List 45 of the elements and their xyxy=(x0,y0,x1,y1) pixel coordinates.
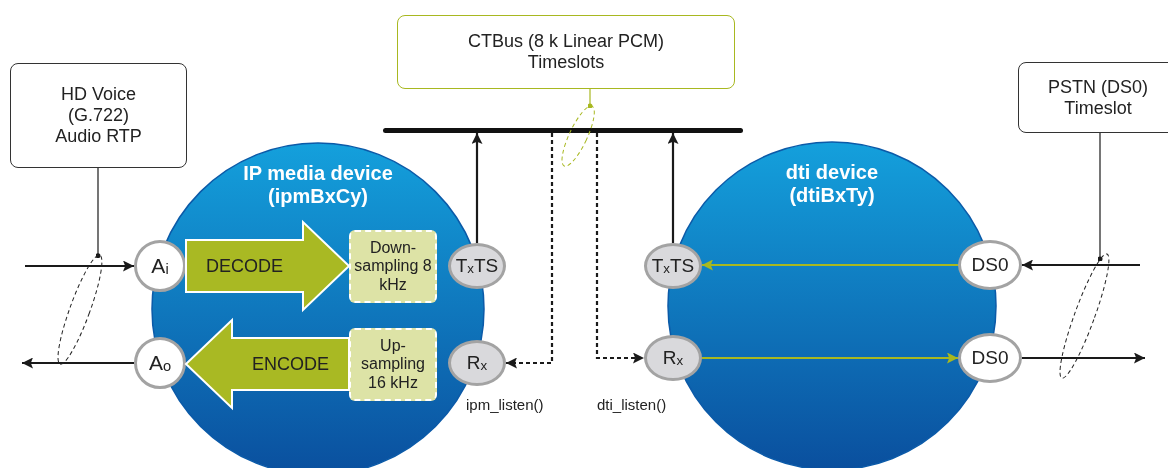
block-arrow xyxy=(185,219,351,313)
arrow xyxy=(667,133,679,243)
arrow xyxy=(702,352,958,364)
leader-line xyxy=(95,167,101,259)
arrow xyxy=(1022,352,1145,364)
arrow xyxy=(25,260,134,272)
port-circle xyxy=(644,243,702,289)
node-label: HD Voice (G.722) Audio RTP xyxy=(54,84,143,147)
bundle-ellipse xyxy=(560,104,596,168)
node-label: A$_{o}$ xyxy=(148,350,172,376)
arrow xyxy=(1022,259,1140,271)
node-label: Down- sampling 8 kHz xyxy=(353,238,433,295)
function-label: ipm_listen() xyxy=(466,396,544,413)
dashed-box xyxy=(349,328,437,401)
edge-label: ENCODE xyxy=(252,353,329,375)
port-circle xyxy=(448,340,506,386)
note-box xyxy=(1018,62,1168,133)
port-circle xyxy=(644,335,702,381)
bundle-ellipse xyxy=(57,254,103,366)
node-label: CTBus (8 k Linear PCM) Timeslots xyxy=(466,31,666,73)
port-circle xyxy=(134,337,186,389)
note-box xyxy=(397,15,735,89)
dashed-box xyxy=(349,230,437,303)
arrow xyxy=(595,133,644,364)
node-label: DS0 xyxy=(971,347,1009,369)
leader-line xyxy=(587,88,593,109)
node-label: DS0 xyxy=(971,254,1009,276)
node-label: A$_{i}$ xyxy=(151,253,169,279)
arrow xyxy=(701,259,958,271)
arrow xyxy=(22,357,134,369)
function-label: dti_listen() xyxy=(597,396,667,413)
arrow xyxy=(471,133,483,243)
edge-label: DECODE xyxy=(206,255,283,277)
port-circle xyxy=(134,240,186,292)
note-box xyxy=(10,63,187,168)
block-arrow xyxy=(184,317,350,411)
leader-line xyxy=(1097,132,1103,262)
arrow xyxy=(506,133,554,369)
bus-bar xyxy=(383,128,743,133)
device-title: dti device (dtiBxTy) xyxy=(784,161,880,207)
device-title: IP media device (ipmBxCy) xyxy=(242,162,394,208)
bundle-ellipse xyxy=(1058,252,1110,380)
node-label: Up- sampling 16 kHz xyxy=(360,336,426,393)
port-circle xyxy=(448,243,506,289)
node-label: PSTN (DS0) Timeslot xyxy=(1047,76,1149,119)
